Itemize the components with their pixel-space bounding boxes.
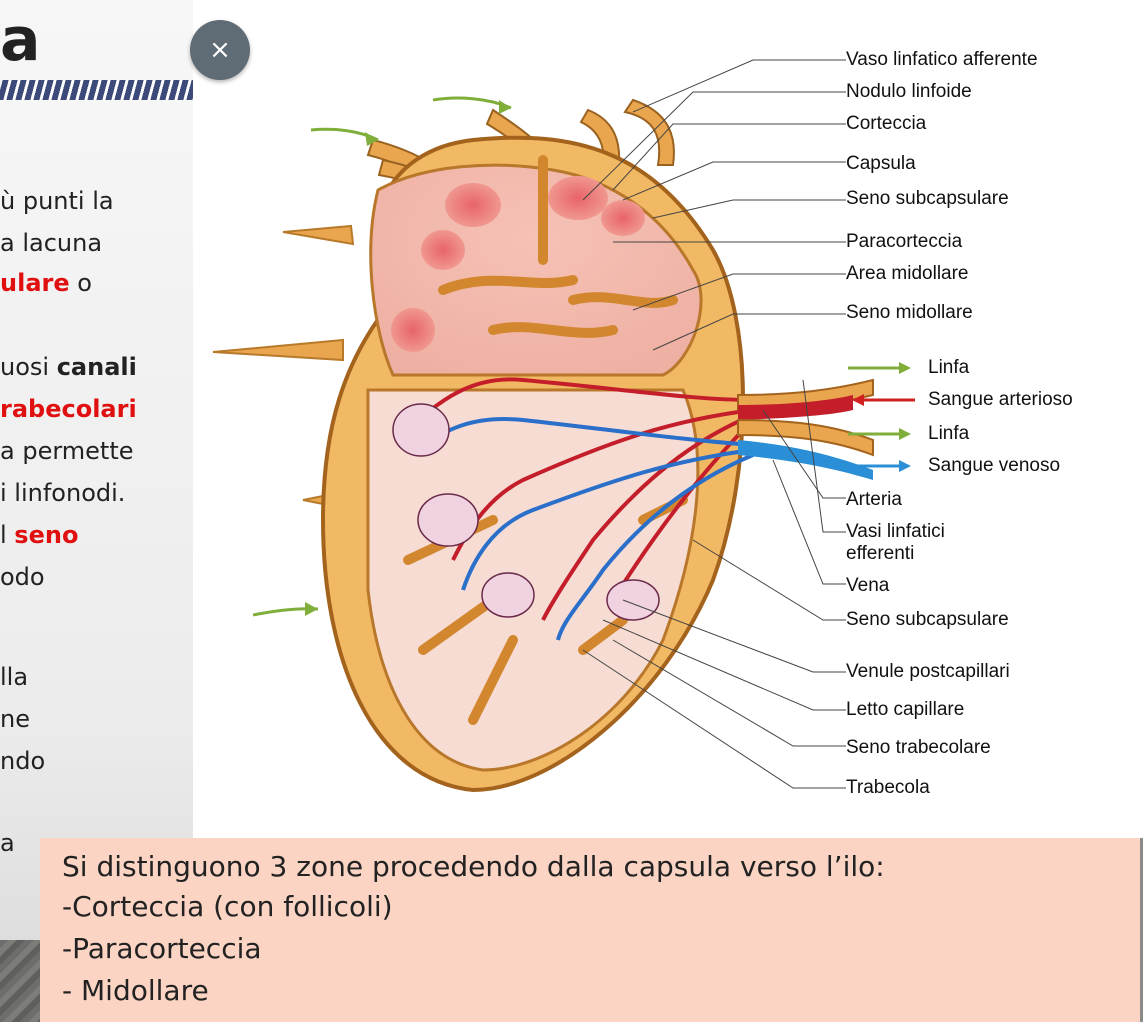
- medullary-cords: [403, 155, 688, 725]
- slide-text-line: a: [0, 829, 15, 857]
- slide-text-line: lla: [0, 663, 29, 691]
- leader-lines: [582, 59, 846, 789]
- label-corteccia: Corteccia: [846, 113, 927, 134]
- label-vena: Vena: [846, 575, 890, 596]
- medulla-region: [366, 388, 700, 772]
- label-seno-trabecolare: Seno trabecolare: [846, 737, 991, 758]
- slide-text-line: ndo: [0, 747, 46, 775]
- label-letto-capillare: Letto capillare: [846, 699, 965, 720]
- lymph-node-diagram: [212, 59, 915, 793]
- legend-sangue-arterioso: Sangue arterioso: [928, 389, 1073, 410]
- label-capsula: Capsula: [846, 153, 916, 174]
- close-icon: ×: [209, 35, 231, 65]
- legend-sangue-venoso: Sangue venoso: [928, 455, 1061, 476]
- label-trabecola: Trabecola: [846, 777, 930, 798]
- slide-text-line: ulare o: [0, 269, 92, 297]
- label-paracorteccia: Paracorteccia: [846, 231, 963, 252]
- lymphoid-nodules: [391, 176, 645, 352]
- label-efferenti: efferenti: [846, 543, 915, 564]
- hilum-vessels: [737, 378, 874, 480]
- caption-box: Si distinguono 3 zone procedendo dalla c…: [40, 838, 1140, 1022]
- caption-line: Si distinguono 3 zone procedendo dalla c…: [62, 850, 885, 883]
- slide-text-line: a lacuna: [0, 229, 103, 257]
- legend-arrowheads: [852, 362, 911, 472]
- caption-line: -Corteccia (con follicoli): [62, 890, 393, 923]
- capillary-beds: [392, 403, 660, 621]
- slide-text-line: i linfonodi.: [0, 479, 126, 507]
- label-seno-subcapsulare: Seno subcapsulare: [846, 188, 1009, 209]
- label-venule-postcapillari: Venule postcapillari: [846, 661, 1010, 682]
- slide-text-line: ù punti la: [0, 187, 114, 215]
- slide-text-line: rabecolari: [0, 395, 137, 423]
- label-vaso-linfatico-afferente: Vaso linfatico afferente: [846, 49, 1038, 70]
- label-seno-midollare: Seno midollare: [846, 302, 973, 323]
- label-vasi-linfatici: Vasi linfatici: [846, 521, 945, 542]
- label-seno-subcapsulare-2: Seno subcapsulare: [846, 609, 1009, 630]
- caption-line: - Midollare: [62, 974, 209, 1007]
- label-arteria: Arteria: [846, 489, 902, 510]
- legend-linfa-1: Linfa: [928, 357, 970, 378]
- slide-text-line: odo: [0, 563, 45, 591]
- slide-text-line: a permette: [0, 437, 134, 465]
- slide-text-line: uosi canali: [0, 353, 137, 381]
- slide-title: a: [0, 5, 41, 75]
- label-area-midollare: Area midollare: [846, 263, 969, 284]
- title-underline-stripes: [0, 80, 199, 100]
- close-button[interactable]: ×: [190, 20, 250, 80]
- lymph-node-diagram-panel: Vaso linfatico afferente Nodulo linfoide…: [193, 0, 1143, 838]
- caption-line: -Paracorteccia: [62, 932, 262, 965]
- legend-arrows: [848, 366, 915, 468]
- slide-text-line: l seno: [0, 521, 79, 549]
- slide-text-line: ne: [0, 705, 30, 733]
- label-nodulo-linfoide: Nodulo linfoide: [846, 81, 972, 102]
- legend-linfa-2: Linfa: [928, 423, 970, 444]
